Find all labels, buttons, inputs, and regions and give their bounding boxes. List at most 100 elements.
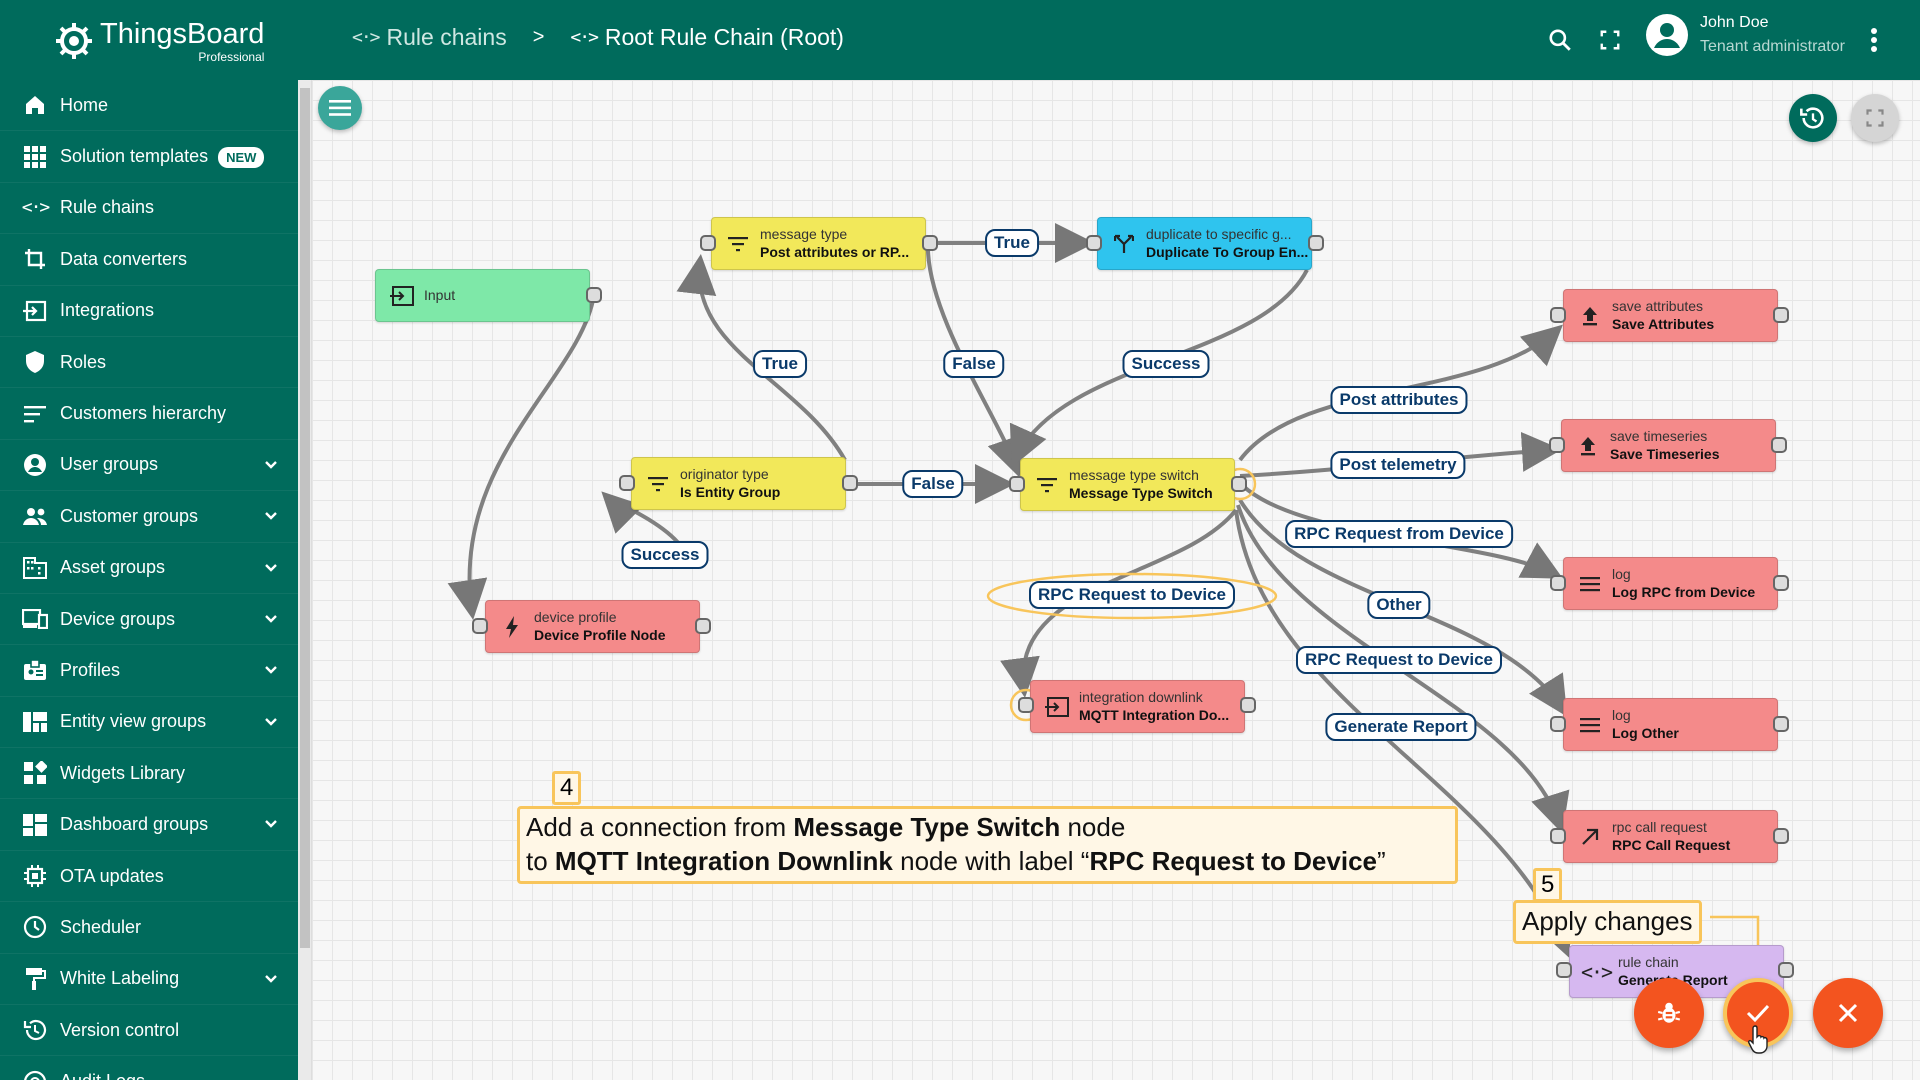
sidebar-item-dashboard-groups[interactable]: Dashboard groups	[0, 799, 298, 851]
node-output-port[interactable]	[1240, 697, 1256, 713]
sidebar-item-data-converters[interactable]: Data converters	[0, 234, 298, 286]
sidebar-item-version-control[interactable]: Version control	[0, 1005, 298, 1057]
node-output-port[interactable]	[586, 287, 602, 303]
user-menu[interactable]: John Doe Tenant administrator	[1646, 14, 1845, 56]
callout-text: Add a connection from	[526, 812, 794, 842]
filter-icon	[726, 232, 750, 256]
link-label[interactable]: RPC Request to Device	[1296, 646, 1502, 674]
node-input-port[interactable]	[1556, 962, 1572, 978]
node-output-port[interactable]	[1773, 716, 1789, 732]
sidebar-item-customers-hierarchy[interactable]: Customers hierarchy	[0, 388, 298, 440]
node-input-port[interactable]	[1549, 437, 1565, 453]
link-label[interactable]: False	[943, 350, 1005, 378]
node-input-port[interactable]	[1550, 307, 1566, 323]
node-type: originator type	[680, 466, 769, 482]
node-output-port[interactable]	[1773, 575, 1789, 591]
node-output-port[interactable]	[922, 235, 938, 251]
link-label-new[interactable]: RPC Request to Device	[1029, 581, 1235, 609]
sidebar-item-profiles[interactable]: Profiles	[0, 645, 298, 697]
link-label[interactable]: Other	[1367, 591, 1431, 619]
version-history-button[interactable]	[1789, 94, 1837, 142]
node-input-port[interactable]	[1550, 716, 1566, 732]
canvas-fullscreen-button[interactable]	[1851, 94, 1899, 142]
node-name: Post attributes or RP...	[760, 243, 910, 260]
sidebar-item-scheduler[interactable]: Scheduler	[0, 902, 298, 954]
sidebar-item-user-groups[interactable]: User groups	[0, 440, 298, 492]
link-label[interactable]: True	[753, 350, 807, 378]
callout-text: ”	[1377, 845, 1386, 876]
node-output-port[interactable]	[1778, 962, 1794, 978]
node-output-port[interactable]	[842, 475, 858, 491]
node-output-port[interactable]	[1773, 307, 1789, 323]
debug-button[interactable]	[1634, 978, 1704, 1048]
apps-icon	[22, 144, 48, 170]
node-input-port[interactable]	[1018, 697, 1034, 713]
scrollbar-thumb[interactable]	[300, 88, 310, 948]
link-label[interactable]: True	[985, 229, 1039, 257]
sidebar-item-rule-chains[interactable]: <·> Rule chains	[0, 183, 298, 235]
link-label[interactable]: Post telemetry	[1330, 451, 1466, 479]
sidebar-item-ota-updates[interactable]: OTA updates	[0, 851, 298, 903]
search-button[interactable]	[1542, 22, 1578, 58]
chevron-down-icon	[265, 974, 277, 983]
sidebar-item-label: Version control	[60, 1019, 180, 1040]
more-menu-button[interactable]	[1856, 22, 1892, 58]
rule-node-duplicate[interactable]: duplicate to specific g...Duplicate To G…	[1097, 217, 1312, 270]
sidebar-item-audit-logs[interactable]: Audit Logs	[0, 1056, 298, 1080]
logo-name: ThingsBoard	[100, 17, 265, 50]
sidebar-item-device-groups[interactable]: Device groups	[0, 594, 298, 646]
link-label[interactable]: False	[902, 470, 964, 498]
node-output-port[interactable]	[1773, 828, 1789, 844]
logo-subtitle: Professional	[198, 49, 265, 64]
node-output-port[interactable]	[1771, 437, 1787, 453]
node-input-port[interactable]	[619, 475, 635, 491]
breadcrumb-rule-chains[interactable]: <·> Rule chains	[352, 24, 507, 51]
menu-icon	[329, 100, 351, 116]
node-input-port[interactable]	[1086, 235, 1102, 251]
thingsboard-logo[interactable]: ThingsBoard Professional	[52, 16, 272, 66]
sidebar-item-entity-view-groups[interactable]: Entity view groups	[0, 697, 298, 749]
node-input-port[interactable]	[472, 618, 488, 634]
node-output-port[interactable]	[1308, 235, 1324, 251]
callout-text: node	[1060, 812, 1126, 842]
check-icon	[1746, 1004, 1770, 1023]
sidebar-item-asset-groups[interactable]: Asset groups	[0, 543, 298, 594]
sidebar-item-label: Profiles	[60, 659, 121, 680]
sidebar-item-white-labeling[interactable]: White Labeling	[0, 954, 298, 1006]
link-label[interactable]: Success	[621, 541, 709, 569]
node-input-port[interactable]	[700, 235, 716, 251]
link-label[interactable]: Generate Report	[1325, 713, 1477, 741]
sidebar-item-label: Scheduler	[60, 916, 142, 937]
fullscreen-button[interactable]	[1592, 22, 1628, 58]
node-input-port[interactable]	[1550, 828, 1566, 844]
sidebar-item-widgets-library[interactable]: Widgets Library	[0, 748, 298, 800]
sidebar-item-roles[interactable]: Roles	[0, 337, 298, 389]
link-label[interactable]: RPC Request from Device	[1285, 520, 1513, 548]
node-output-port[interactable]	[695, 618, 711, 634]
node-input-port[interactable]	[1009, 476, 1025, 492]
link-label[interactable]: Success	[1122, 350, 1210, 378]
sidebar-item-integrations[interactable]: Integrations	[0, 286, 298, 337]
node-input-port[interactable]	[1550, 575, 1566, 591]
node-library-toggle-button[interactable]	[318, 86, 362, 130]
rule-node-input[interactable]: Input	[375, 269, 590, 322]
sidebar-item-customer-groups[interactable]: Customer groups	[0, 491, 298, 543]
link-label[interactable]: Post attributes	[1330, 386, 1468, 414]
sidebar-scrollbar[interactable]	[298, 80, 312, 1080]
sidebar-item-home[interactable]: Home	[0, 80, 298, 132]
apply-changes-callout: Apply changes	[1513, 900, 1702, 944]
discard-changes-button[interactable]	[1813, 978, 1883, 1048]
node-output-port[interactable]	[1231, 476, 1247, 492]
